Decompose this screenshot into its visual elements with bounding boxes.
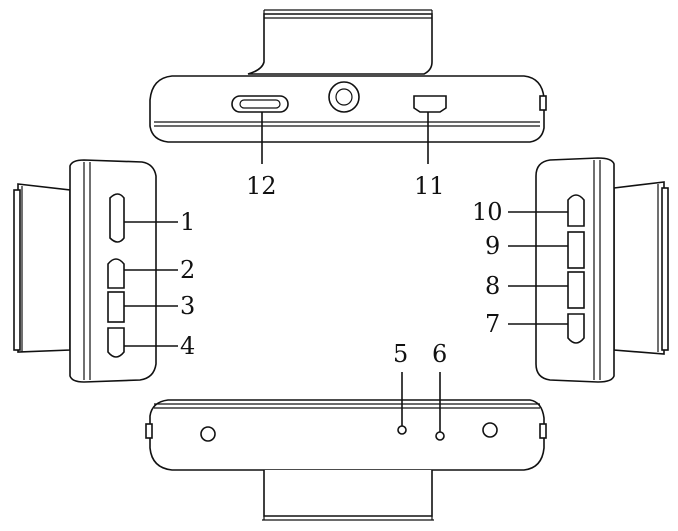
top-view xyxy=(149,9,547,164)
bottom-body xyxy=(149,399,545,471)
callout-4: 4 xyxy=(180,332,195,360)
screw-left xyxy=(200,426,216,442)
sd-card-slot xyxy=(109,193,125,243)
hole-5 xyxy=(397,425,407,435)
side-button-8 xyxy=(567,271,585,309)
left-lens xyxy=(17,183,71,353)
bottom-view xyxy=(145,372,547,521)
tripod-socket xyxy=(328,81,360,113)
left-view xyxy=(13,159,178,383)
side-button-4 xyxy=(107,327,125,358)
callout-5: 5 xyxy=(393,340,408,368)
callout-12: 12 xyxy=(246,172,277,200)
callout-3: 3 xyxy=(180,292,195,320)
callout-7: 7 xyxy=(485,310,500,338)
callout-2: 2 xyxy=(180,256,195,284)
callout-8: 8 xyxy=(485,272,500,300)
side-button-10 xyxy=(567,194,585,227)
callout-1: 1 xyxy=(180,208,195,236)
screw-right xyxy=(482,422,498,438)
callout-9: 9 xyxy=(485,232,500,260)
hole-6 xyxy=(435,431,445,441)
callout-6: 6 xyxy=(432,340,447,368)
usb-port xyxy=(413,95,447,113)
right-view xyxy=(508,157,669,383)
side-button-2 xyxy=(107,258,125,289)
callout-10: 10 xyxy=(472,198,503,226)
top-mount-stem xyxy=(247,13,433,75)
bottom-mount-stem xyxy=(263,470,433,517)
callout-11: 11 xyxy=(414,172,445,200)
right-lens xyxy=(613,181,665,355)
right-body xyxy=(535,157,615,383)
side-button-7 xyxy=(567,313,585,344)
side-button-9 xyxy=(567,231,585,269)
side-button-3 xyxy=(107,291,125,323)
